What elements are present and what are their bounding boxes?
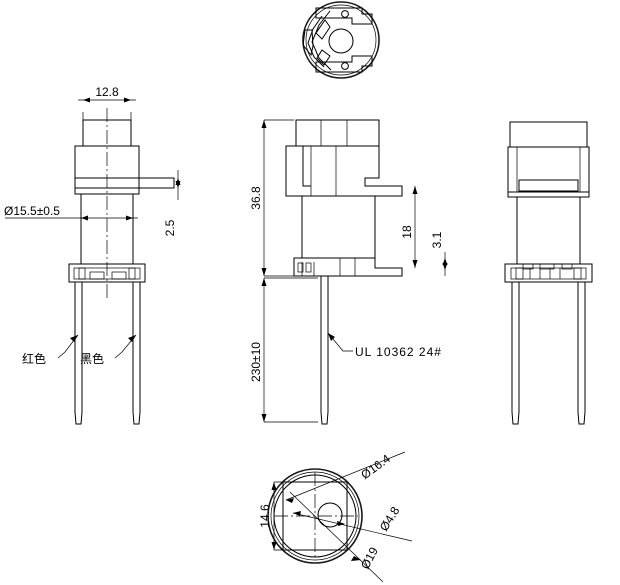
label-wire-spec: UL 10362 24# [355,345,442,359]
dim-bottom-inner-dia: Ø16.4 [358,451,393,482]
dim-bottom-hole-dia: Ø4.8 [377,504,403,534]
front-elevation-view: 12.8 Ø15.5±0.5 2.5 红色 黑色 [4,85,181,425]
label-wire-red: 红色 [22,351,46,366]
bottom-circular-view: 14.6 Ø16.4 Ø4.8 Ø19 [258,451,413,583]
side-elevation-view: 36.8 18 3.1 230±10 UL 10362 24# [249,119,448,425]
dim-total-height: 36.8 [249,186,263,210]
dim-bottom-outer-dia: Ø19 [358,545,381,572]
dim-wire-length: 230±10 [249,342,263,382]
top-circular-view [302,1,380,79]
dim-bottom-flat-width: 14.6 [258,504,272,528]
rear-elevation-view [504,121,593,425]
dim-diameter-body: Ø15.5±0.5 [4,204,60,218]
dim-base-height: 3.1 [430,231,444,248]
dim-flange-thickness: 2.5 [163,219,177,236]
label-wire-black: 黑色 [80,352,104,366]
dim-width-top: 12.8 [95,85,119,99]
dim-mid-height: 18 [400,225,414,239]
